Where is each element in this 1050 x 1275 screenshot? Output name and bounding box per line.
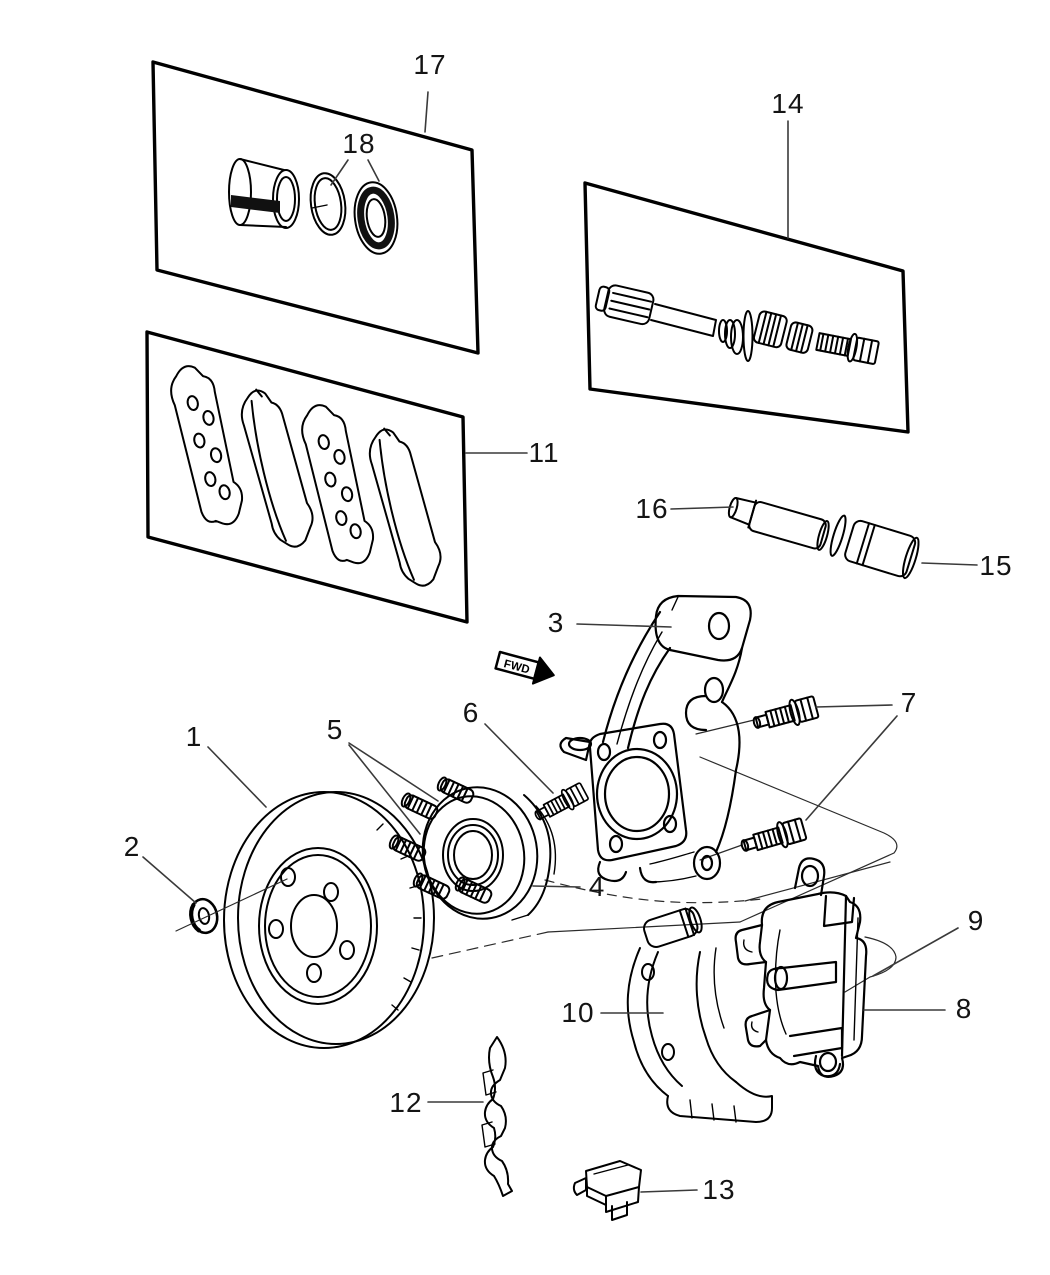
leader-15: [922, 563, 977, 565]
callout-11-pads: 11: [528, 437, 559, 469]
leader-18b: [368, 160, 379, 181]
piston-seal: [307, 171, 349, 237]
knuckle-bolt-upper-7: [751, 694, 820, 736]
leader-5b: [349, 745, 420, 834]
callout-8-caliper: 8: [956, 993, 973, 1025]
callout-3-knuckle: 3: [548, 607, 565, 639]
hub-bearing: [388, 776, 555, 928]
callout-5-studs: 5: [327, 714, 344, 746]
leader-2: [143, 857, 196, 903]
leader-16: [671, 507, 733, 509]
knuckle-bolt-lower-7: [738, 816, 807, 859]
leader-4: [533, 886, 580, 887]
leader-7b: [806, 716, 897, 820]
callout-12-spring-clip: 12: [389, 1087, 422, 1119]
callout-15-bushing: 15: [979, 550, 1012, 582]
leader-3: [577, 624, 671, 627]
guide-pin-kit-box: [585, 183, 908, 432]
dust-boot-seal: [350, 179, 402, 256]
leader-6: [485, 724, 553, 793]
leader-17: [425, 92, 428, 132]
leader-1: [208, 747, 266, 807]
leader-13: [641, 1190, 697, 1192]
leader-9: [873, 928, 958, 976]
callout-1-rotor: 1: [186, 721, 203, 753]
hub-bolt-6: [531, 781, 589, 826]
caliper-support-clip: [574, 1161, 641, 1220]
steering-knuckle: [560, 596, 750, 882]
brake-pads: [166, 361, 447, 591]
guide-pin: [725, 494, 831, 551]
brake-caliper: [736, 858, 867, 1076]
callout-4-hub: 4: [589, 871, 606, 903]
callout-2-washer: 2: [124, 831, 141, 863]
caliper-piston: [229, 159, 299, 228]
leader-5a: [349, 743, 438, 801]
callout-17-piston-kit: 17: [413, 49, 446, 81]
leader-7a: [816, 705, 892, 707]
callout-18-seals: 18: [342, 128, 375, 160]
pin-bushing: [828, 514, 922, 579]
callout-6-bolt: 6: [463, 697, 480, 729]
callout-16-pin: 16: [635, 493, 668, 525]
brake-rotor: [224, 792, 434, 1048]
callout-10-adapter: 10: [561, 997, 594, 1029]
callout-7-bolts: 7: [901, 687, 918, 719]
callout-13-clip: 13: [702, 1174, 735, 1206]
spindle-washer: [176, 879, 287, 935]
guide-pin-boot-kit: [594, 282, 880, 366]
callout-14-pin-kit: 14: [771, 88, 804, 120]
pad-kit-box: [147, 332, 467, 622]
pad-spring-clip: [482, 1037, 512, 1196]
callout-9-caliper-piston: 9: [968, 905, 985, 937]
leader-18a: [331, 160, 348, 185]
fwd-arrow: FWD: [494, 647, 557, 688]
